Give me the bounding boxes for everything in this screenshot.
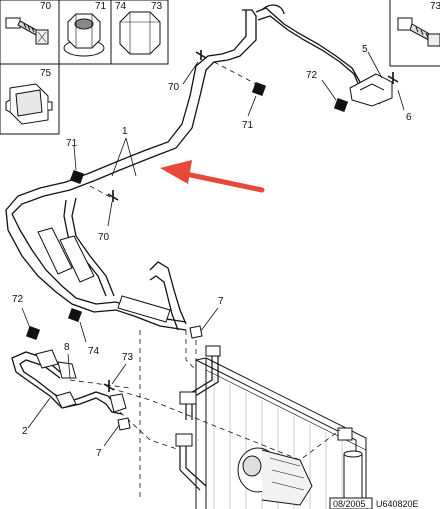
callout-7-lower: 7 [96, 448, 102, 459]
hose-segment [37, 227, 171, 323]
bolt-icon [5, 17, 49, 45]
pipe-riser [149, 261, 187, 331]
footer-date: 08/2005 [333, 499, 366, 509]
callout-73: 73 [122, 352, 134, 363]
hose-fittings [35, 349, 127, 413]
clip-icon [5, 83, 53, 125]
parts-cell-71: 71 [95, 1, 107, 12]
pipe-end-bracket [349, 73, 393, 107]
condenser-pipes [179, 350, 219, 491]
stud-bolt-icon [397, 17, 440, 47]
receiver-drier [343, 450, 363, 509]
callout-7-upper: 7 [218, 296, 224, 307]
clip-hooks [117, 325, 203, 431]
callout-6: 6 [406, 112, 412, 123]
parts-cell-73-left: 73 [151, 1, 163, 12]
dashed-leaders [69, 61, 341, 500]
footer-stamp: 08/2005 U640820E [329, 497, 419, 509]
fastener-marks [25, 81, 349, 341]
compressor [237, 447, 313, 506]
callout-5: 5 [362, 44, 368, 55]
callout-8: 8 [64, 342, 70, 353]
callout-72-left: 72 [12, 294, 24, 305]
callout-71-upper: 71 [242, 120, 254, 131]
hex-nut-icon [119, 11, 161, 55]
callout-71-left: 71 [66, 138, 78, 149]
parts-cell-75: 75 [40, 68, 52, 79]
parts-cell-73-right: 73 [430, 1, 440, 12]
callout-70-upper: 70 [168, 82, 180, 93]
footer-ref: U640820E [376, 499, 419, 509]
callout-leaders [21, 51, 405, 447]
callout-74: 74 [88, 346, 100, 357]
parts-table [0, 0, 169, 135]
callout-2: 2 [22, 426, 28, 437]
condenser-fittings [175, 345, 353, 447]
pointer-arrow [160, 160, 265, 193]
cross-marks [103, 50, 399, 392]
callout-1: 1 [122, 126, 128, 137]
flange-nut-icon [63, 13, 105, 57]
callout-72-right: 72 [306, 70, 318, 81]
pipe-upper [5, 4, 387, 215]
parts-cell-70: 70 [40, 1, 52, 12]
parts-table-right [389, 0, 440, 67]
parts-cell-74: 74 [115, 1, 127, 12]
callout-70-lower: 70 [98, 232, 110, 243]
